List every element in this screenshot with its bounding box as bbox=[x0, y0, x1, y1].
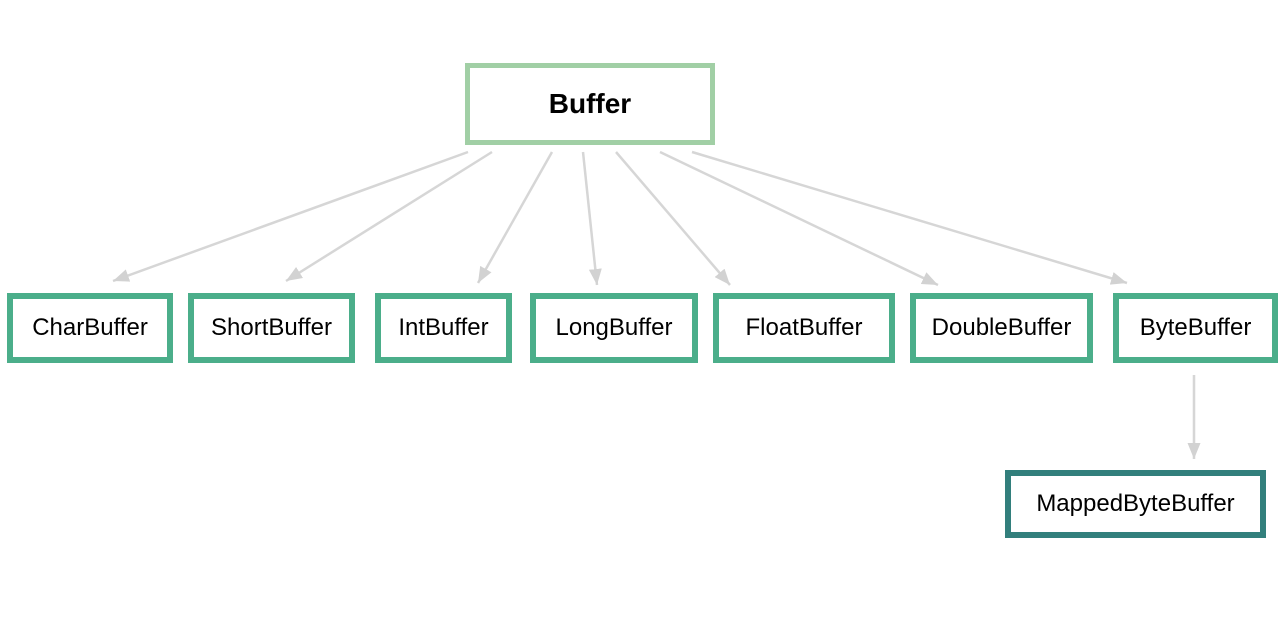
node-charbuffer: CharBuffer bbox=[7, 293, 173, 363]
arrow-buffer-to-bytebuffer bbox=[691, 150, 1128, 285]
arrow-buffer-to-intbuffer bbox=[476, 151, 554, 284]
node-floatbuffer: FloatBuffer bbox=[713, 293, 895, 363]
node-buffer: Buffer bbox=[465, 63, 715, 145]
node-doublebuffer: DoubleBuffer bbox=[910, 293, 1093, 363]
arrow-buffer-to-doublebuffer bbox=[659, 150, 939, 287]
node-bytebuffer: ByteBuffer bbox=[1113, 293, 1278, 363]
node-intbuffer: IntBuffer bbox=[375, 293, 512, 363]
arrow-buffer-to-charbuffer bbox=[112, 150, 469, 283]
arrow-buffer-to-shortbuffer bbox=[285, 150, 493, 283]
node-mappedbytebuffer: MappedByteBuffer bbox=[1005, 470, 1266, 538]
node-shortbuffer: ShortBuffer bbox=[188, 293, 355, 363]
arrow-buffer-to-longbuffer bbox=[581, 151, 602, 286]
node-longbuffer: LongBuffer bbox=[530, 293, 698, 363]
arrow-buffer-to-floatbuffer bbox=[615, 151, 731, 286]
